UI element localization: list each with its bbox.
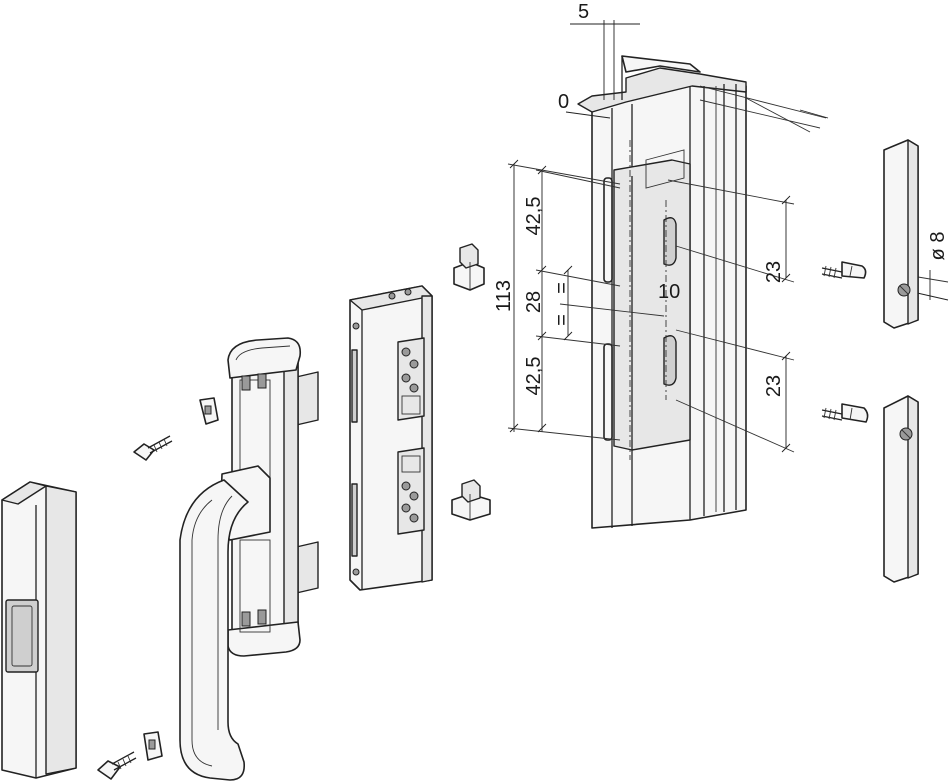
screw-upper-left xyxy=(133,435,173,461)
dimension-offset-top: 5 xyxy=(578,1,589,23)
cover-cap xyxy=(1,481,77,779)
profile-frame xyxy=(577,55,747,529)
dimension-middle-height: 28 xyxy=(523,291,545,313)
dimension-upper-height: 42,5 xyxy=(523,197,545,236)
dimension-lines xyxy=(507,20,949,460)
screw-lower-left xyxy=(97,751,137,780)
dimension-slot-upper: 23 xyxy=(763,261,785,283)
screw-upper-right xyxy=(821,261,867,279)
strike-plate-lower xyxy=(883,395,919,583)
square-nut-upper xyxy=(199,397,219,425)
screw-lower-right xyxy=(821,403,869,423)
dimension-diameter: ø 8 xyxy=(927,232,949,261)
dimension-slot-lower: 23 xyxy=(763,375,785,397)
equal-mark-upper: = xyxy=(551,282,573,294)
square-nut-lower xyxy=(143,731,163,761)
strike-plate-upper xyxy=(883,139,919,329)
dimension-slot-spacing: 10 xyxy=(658,281,680,303)
guide-block-lower xyxy=(451,479,491,521)
dimension-total-height: 113 xyxy=(493,280,515,312)
equal-mark-lower: = xyxy=(551,314,573,326)
dimension-lower-height: 42,5 xyxy=(523,357,545,396)
guide-block-upper xyxy=(453,243,485,291)
handle-assembly xyxy=(179,337,319,781)
lock-body xyxy=(349,285,433,591)
dimension-offset-zero: 0 xyxy=(558,91,569,113)
